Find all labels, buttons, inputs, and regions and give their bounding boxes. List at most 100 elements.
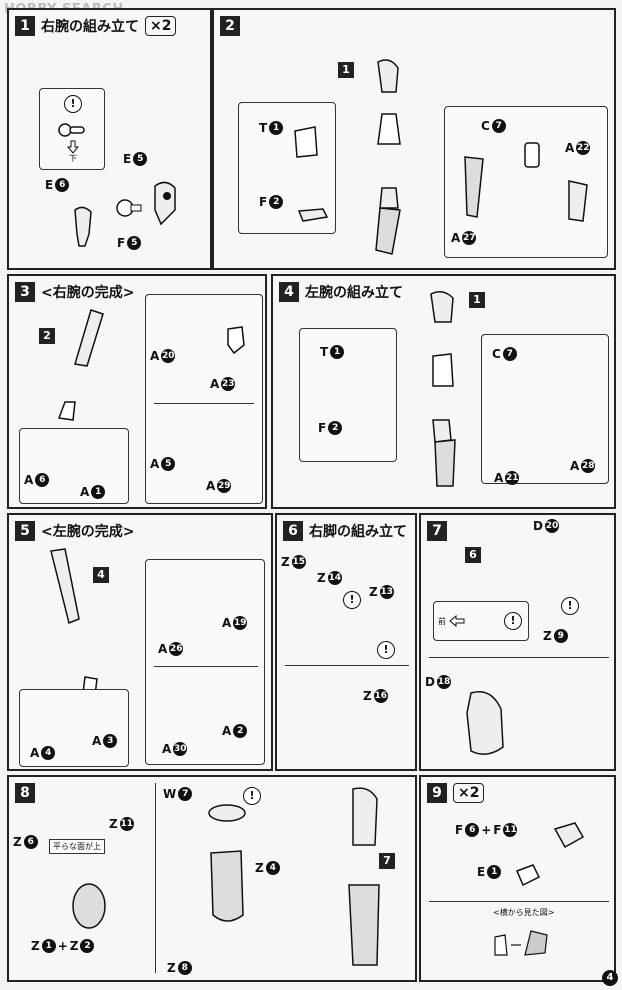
step-number: 7 [427, 521, 447, 541]
exclamation-icon: ! [504, 612, 522, 630]
step-title: 右腕の組み立て [41, 19, 139, 35]
divider [154, 403, 254, 404]
flat-side-up-note: 平らな面が上 [49, 839, 105, 854]
front-view-box: 前 ! [433, 601, 529, 641]
shoulder-part-e5 [154, 181, 176, 226]
step-number: 6 [283, 521, 303, 541]
ball-joint-part [116, 199, 142, 217]
ref-step-6: 6 [465, 547, 481, 563]
step-3-header: 3 <右腕の完成> [15, 282, 134, 302]
exclamation-icon: ! [243, 787, 261, 805]
divider [154, 666, 258, 667]
cylinder-part-z1 [72, 883, 106, 929]
cylinder-part-c7 [524, 142, 540, 168]
step-number: 9 [427, 783, 447, 803]
divider-vertical [155, 783, 156, 973]
step-number: 1 [15, 16, 35, 36]
step-number: 3 [15, 282, 35, 302]
knee-cup-part [208, 804, 246, 822]
ref-step-1: 1 [338, 62, 354, 78]
step-4-header: 4 左腕の組み立て [279, 282, 403, 302]
side-view-note: <横から見た図> [493, 908, 555, 917]
step-title: <右腕の完成> [41, 285, 135, 301]
block-part-f2 [297, 208, 329, 222]
step-title: <左腕の完成> [41, 524, 135, 540]
arm-part-e6 [74, 206, 92, 247]
step-number: 2 [220, 16, 240, 36]
joint-part-e1 [516, 864, 541, 887]
down-note: 下 [69, 154, 77, 163]
step-number: 5 [15, 521, 35, 541]
connector-icon [58, 123, 85, 137]
exclamation-icon: ! [561, 597, 579, 615]
warning-callout: ! 下 [39, 88, 105, 170]
page-number: 4 [602, 970, 618, 986]
divider [429, 657, 609, 658]
exclamation-icon: ! [64, 95, 82, 113]
completed-leg [348, 787, 380, 966]
step-7-header: 7 [427, 521, 447, 541]
upper-arm-assembly [375, 59, 401, 255]
side-view-part [494, 930, 548, 956]
ref-step-7: 7 [379, 853, 395, 869]
joint-part-f [553, 822, 585, 849]
arrow-down-icon [66, 140, 80, 154]
bracket-part-t1 [294, 126, 318, 158]
leg-armor-d18 [466, 691, 504, 755]
wrist-part-a22 [568, 180, 588, 222]
step-1-header: 1 右腕の組み立て ×2 [15, 16, 177, 36]
forearm-part-a27 [464, 156, 484, 218]
divider [429, 901, 609, 902]
step-title: 右脚の組み立て [309, 524, 407, 540]
step-6-header: 6 右脚の組み立て [283, 521, 407, 541]
step-number: 4 [279, 282, 299, 302]
step-number: 8 [15, 783, 35, 803]
step-8-header: 8 [15, 783, 35, 803]
arm-assembly [57, 309, 104, 421]
exclamation-icon: ! [377, 641, 395, 659]
